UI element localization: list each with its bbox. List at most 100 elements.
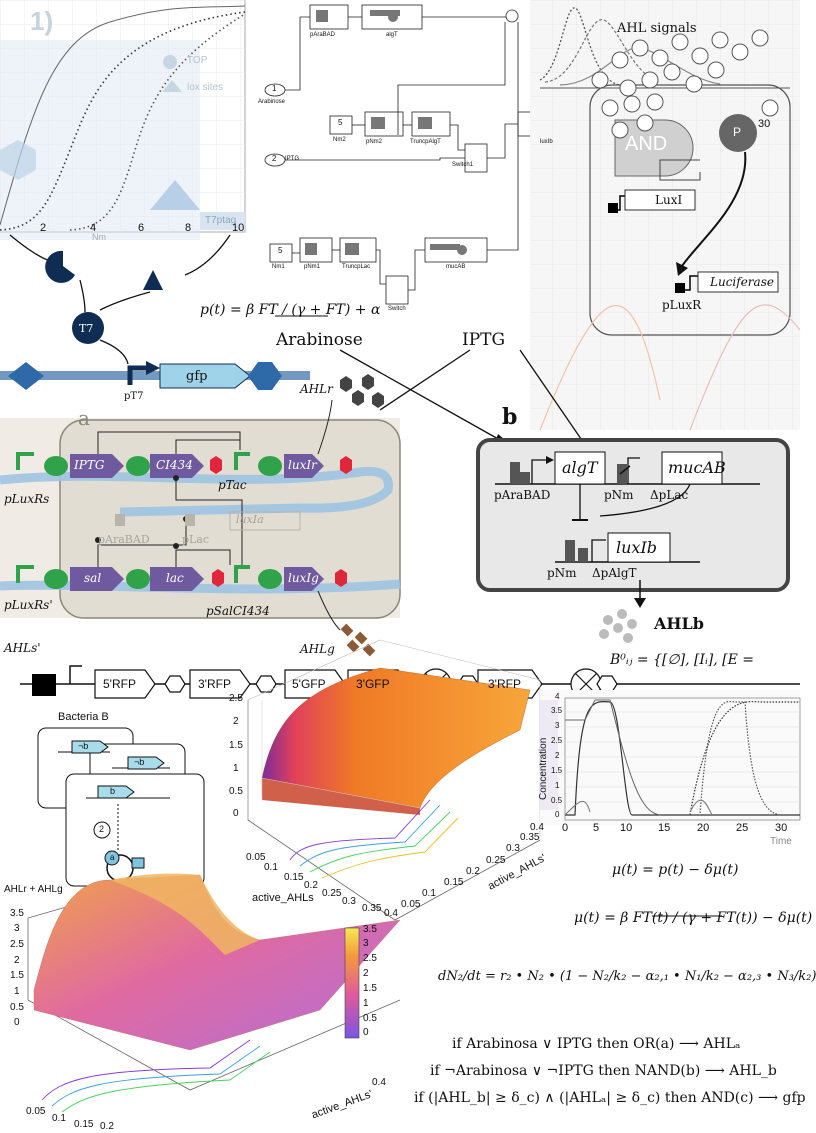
panel-letter-1: 1) xyxy=(30,6,54,36)
s1-x-03: 0.3 xyxy=(342,896,356,907)
s1-z-05: 0.5 xyxy=(229,786,243,797)
sim-nm1: Nm1 xyxy=(272,264,285,270)
s2-z-2: 2 xyxy=(14,955,20,966)
sim-mucab: mucAB xyxy=(446,264,466,270)
rule-nand: if ¬Arabinosa ∨ ¬IPTG then NAND(b) ⟶ AHL… xyxy=(430,1063,777,1079)
s1-y-005: 0.05 xyxy=(401,899,421,910)
gene-iptg: IPTG xyxy=(74,458,105,472)
sim-algT: algT xyxy=(386,32,398,38)
promoter-parabad-ghost: pAraBAD xyxy=(98,533,150,546)
part-3gfp: 3'GFP xyxy=(356,677,390,691)
s2-z-35: 3.5 xyxy=(10,908,24,919)
promoter-pnm-2: pNm xyxy=(547,566,577,580)
conc-y-4: 4 xyxy=(555,692,560,701)
conc-ylabel: Concentration xyxy=(538,737,549,800)
x-tick-2: 2 xyxy=(40,222,47,234)
legend-top: TOP xyxy=(187,55,208,66)
p-node-label: P xyxy=(733,125,742,139)
sim-luxib: luxIb xyxy=(540,139,553,145)
s1-z-25: 2.5 xyxy=(229,693,243,704)
s2-x-005: 0.05 xyxy=(26,1106,46,1117)
s1-x-015: 0.15 xyxy=(284,872,304,883)
sim-const-5a: 5 xyxy=(338,118,343,127)
s1-y-01: 0.1 xyxy=(422,888,436,899)
conc-x-15: 15 xyxy=(658,822,671,834)
eq-b-set: B⁰ᵢⱼ = {[∅], [Iᵢ], [E = xyxy=(610,652,755,668)
bacteria-node-a: a xyxy=(110,853,115,862)
sim-pnm1: pNm1 xyxy=(304,264,321,270)
s1-y-025: 0.25 xyxy=(486,855,506,866)
s2-y-04: 0.4 xyxy=(372,1077,386,1088)
s2-z-05: 0.5 xyxy=(10,1002,24,1013)
gene-luxib: luxIb xyxy=(616,538,658,557)
s2-z-15: 1.5 xyxy=(10,970,24,981)
promoter-ptac: pTac xyxy=(218,478,247,492)
sim-const-5b: 5 xyxy=(278,246,283,255)
sim-const-1: 1 xyxy=(272,84,277,93)
s1-x-025: 0.25 xyxy=(322,888,342,899)
cbar-35: 3.5 xyxy=(363,924,377,935)
s2-z-1: 1 xyxy=(14,986,20,997)
s1-x-02: 0.2 xyxy=(304,880,318,891)
x-tick-10: 10 xyxy=(232,222,245,234)
eq-dn2: dN₂/dt = r₂ • N₂ • (1 − N₂/k₂ − α₂,₁ • N… xyxy=(438,969,816,984)
s1-x-01: 0.1 xyxy=(264,862,278,873)
eq-mu-1: μ(t) = p(t) − δμ(t) xyxy=(612,862,739,878)
nm-label: Nm xyxy=(92,232,106,242)
conc-x-25: 25 xyxy=(736,822,749,834)
sim-pnm2: pNm2 xyxy=(366,139,383,145)
bacteria-gene-b: b xyxy=(110,786,116,796)
bacteria-gene-notb-2: ¬b xyxy=(134,757,145,767)
luxi-gene: LuxI xyxy=(655,193,683,207)
conc-y-25: 2.5 xyxy=(551,736,563,745)
s1-y-04: 0.4 xyxy=(530,822,544,833)
sim-iptg: IPTG xyxy=(285,156,300,162)
sim-nm2: Nm2 xyxy=(333,137,346,143)
bacteria-step-2: 2 xyxy=(99,824,105,834)
conc-y-0: 0 xyxy=(555,810,560,819)
s1-y-03: 0.3 xyxy=(506,843,520,854)
promoter-pluxrs-prime: pLuxRs' xyxy=(4,598,53,612)
promoter-dplac: ΔpLac xyxy=(650,488,689,502)
gene-lac: lac xyxy=(166,571,184,585)
pt7-label: pT7 xyxy=(124,391,144,402)
s1-z-2: 2 xyxy=(233,716,239,727)
gene-luxia-ghost: luxIa xyxy=(236,513,264,526)
s2-z-label: AHLr + AHLg xyxy=(4,884,63,895)
circuit-a-letter: a xyxy=(78,406,90,430)
gene-algt: algT xyxy=(562,458,598,477)
s1-y-02: 0.2 xyxy=(466,866,480,877)
s1-x-035: 0.35 xyxy=(362,903,382,914)
gene-sal: sal xyxy=(84,571,102,585)
gate-label: T7ptag xyxy=(205,215,237,226)
x-tick-6: 6 xyxy=(138,222,145,234)
conc-x-10: 10 xyxy=(620,822,633,834)
s2-x-01: 0.1 xyxy=(52,1113,66,1124)
part-3rfp-a: 3'RFP xyxy=(198,677,231,691)
gfp-label: gfp xyxy=(186,369,208,384)
input-iptg: IPTG xyxy=(462,330,506,350)
conc-y-15: 1.5 xyxy=(551,766,563,775)
gene-mucab: mucAB xyxy=(668,458,726,477)
ahl-signals-title: AHL signals xyxy=(617,21,697,36)
tick-30: 30 xyxy=(758,118,771,130)
s2-z-25: 2.5 xyxy=(10,939,24,950)
sim-const-2: 2 xyxy=(272,154,277,163)
promoter-parabad: pAraBAD xyxy=(494,488,551,502)
bacteria-gene-notb-1: ¬b xyxy=(78,741,89,751)
sim-switch: Switch xyxy=(388,306,406,312)
eq-p-t: p(t) = β FT / (γ + FT) + α xyxy=(200,302,381,318)
x-tick-8: 8 xyxy=(185,222,192,234)
cbar-25: 2.5 xyxy=(363,953,377,964)
s1-z-0: 0 xyxy=(233,808,239,819)
pluxr-promoter: pLuxR xyxy=(662,298,702,312)
input-arabinose: Arabinose xyxy=(276,330,363,350)
promoter-pnm-1: pNm xyxy=(604,488,634,502)
rule-or: if Arabinosa ∨ IPTG then OR(a) ⟶ AHLₐ xyxy=(452,1036,741,1052)
conc-y-2: 2 xyxy=(555,751,560,760)
output-ahlb: AHLb xyxy=(654,614,704,633)
s1-x-005: 0.05 xyxy=(246,852,266,863)
s2-x-015: 0.15 xyxy=(74,1119,94,1130)
conc-x-20: 20 xyxy=(697,822,710,834)
